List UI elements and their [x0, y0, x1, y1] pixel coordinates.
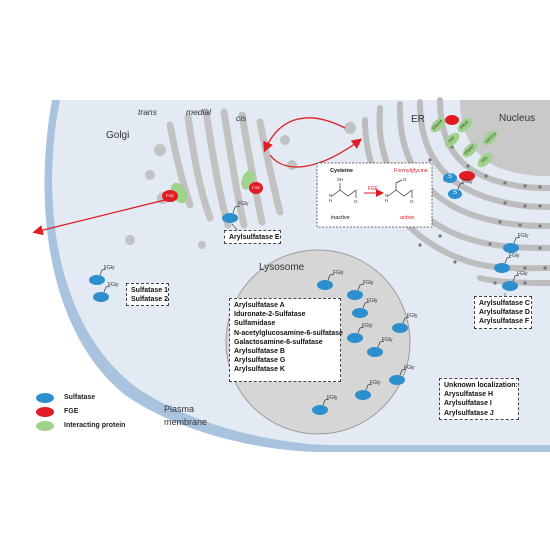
fgly-tag-pm-1: FGly: [104, 265, 115, 271]
cis-golgi-complex: [241, 170, 263, 194]
ars-c-label: Arylsulfatase C: [479, 300, 530, 307]
lys-item-6: Arylsulfatase G: [234, 357, 286, 365]
reaction-enzyme-label: FGE: [368, 186, 379, 192]
er-label: ER: [411, 114, 425, 125]
fgly-tag-er-1: FGly: [518, 233, 529, 239]
plasma-membrane-label-2: membrane: [164, 417, 208, 427]
fgly-h-label: H: [385, 198, 389, 203]
lysosome-label: Lysosome: [259, 262, 305, 273]
fgly-tag-lys-6: FGly: [382, 337, 393, 343]
unknown-heading: Unknown localization:: [444, 382, 518, 389]
lys-item-4: Galactosamine-6-sulfatase: [234, 338, 323, 346]
legend-sulfatase-label: Sulfatase: [64, 394, 96, 401]
fgly-stems: [99, 182, 521, 406]
formylglycine-structure: [387, 179, 413, 198]
lys-item-7: Arylsulfatase K: [234, 366, 285, 374]
cys-o-label: O: [354, 199, 358, 204]
lys-item-1: Iduronate-2-Sulfatase: [234, 311, 306, 319]
arylsulfatase-e-box: Arylsulfatase E: [224, 230, 281, 244]
lys-item-2: Sulfamidase: [234, 320, 276, 328]
legend-interacting-swatch: [36, 421, 54, 431]
legend-sulfatase-swatch: [36, 393, 54, 403]
secretion-arrow[interactable]: [32, 199, 166, 236]
fgly-n-label: N: [385, 193, 389, 198]
fgly-tag-er-4: FGly: [462, 179, 473, 185]
cysteine-structure: [331, 183, 357, 198]
ars-j-label: Arylsulfatase J: [444, 409, 494, 417]
pm-sulfatase-1: [89, 275, 105, 285]
active-label: active: [400, 215, 415, 221]
cis-label: cis: [236, 113, 247, 123]
fgly-tag-pm-2: FGly: [108, 282, 119, 288]
fgly-tag-lys-4: FGly: [407, 313, 418, 319]
fgly-tag-golgi: FGly: [238, 201, 249, 207]
fgly-tag-lys-7: FGly: [404, 365, 415, 371]
fgly-tag-er-2: FGly: [509, 253, 520, 259]
fgly-tag-lys-3: FGly: [367, 298, 378, 304]
er-sulfatases: [494, 243, 519, 291]
ars-d-label: Arylsulfatase D: [479, 309, 530, 317]
fgly-tag-lys-2: FGly: [363, 280, 374, 286]
trans-label: trans: [138, 107, 157, 117]
legend-fge-label: FGE: [64, 408, 79, 415]
ars-f-label: Arylsulfatase F: [479, 318, 530, 326]
fge-tag-golgi: FGE: [166, 193, 175, 198]
anterograde-arrow[interactable]: [269, 138, 363, 168]
fgly-tag-er-3: FGly: [517, 271, 528, 277]
cys-h-label: H: [329, 198, 333, 203]
retrograde-arrow[interactable]: [263, 117, 346, 153]
ars-h-label: Arysulfatase H: [444, 391, 494, 399]
er-fge-sulfatase: [443, 171, 475, 199]
sulfatase-pm-box: Sulfatase 1 Sulfatase 2: [126, 283, 169, 306]
pm-sulfatase-2: [93, 292, 109, 302]
golgi-label: Golgi: [106, 130, 130, 141]
plasma-membrane-label-1: Plasma: [164, 404, 195, 414]
lys-item-5: Arylsulfatase B: [234, 348, 285, 356]
reaction-box: [316, 162, 433, 228]
sulfatase-2-label: Sulfatase 2: [131, 296, 168, 304]
fgly-tag-lys-5: FGly: [362, 323, 373, 329]
fge-tag-cis: FGE: [252, 185, 261, 190]
fgly-o-label: O: [410, 199, 414, 204]
sh-label: SH: [337, 177, 344, 182]
lysosome-sulfatases: [312, 280, 408, 415]
lys-item-3: N-acetylglucosamine-6-sulfatase: [234, 329, 343, 337]
cys-n-label: N: [329, 193, 333, 198]
cysteine-label: Cysteine: [330, 168, 353, 174]
fgly-tag-lys-8: FGly: [370, 380, 381, 386]
legend-fge-swatch: [36, 407, 54, 417]
ars-i-label: Arylsulfatase I: [444, 400, 492, 408]
s-tag-er-1: S: [448, 174, 453, 180]
er-sulfatase-box: Arylsulfatase C Arylsulfatase D Arylsulf…: [474, 296, 532, 329]
lys-item-0: Arylsulfatase A: [234, 302, 285, 309]
lysosomal-sulfatase-box: Arylsulfatase A Iduronate-2-Sulfatase Su…: [229, 298, 343, 382]
golgi-sulfatase-complex: [162, 182, 188, 204]
golgi-sulfatase: [222, 213, 238, 223]
extracellular-space: [0, 100, 550, 550]
s-tag-er-2: S: [453, 190, 458, 196]
inactive-label: inactive: [331, 215, 350, 221]
nucleus-label: Nucleus: [499, 113, 536, 124]
arylsulfatase-e-label: Arylsulfatase E: [229, 234, 280, 241]
sulfatase-1-label: Sulfatase 1: [131, 287, 168, 294]
er-interacting-proteins: [430, 115, 498, 168]
fgly-tag-lys-1: FGly: [333, 270, 344, 276]
formylglycine-label: Formylglycine: [394, 168, 428, 174]
medial-label: medial: [186, 107, 212, 117]
unknown-localization-box: Unknown localization: Arysulfatase H Ary…: [439, 378, 519, 420]
fgly-tag-lys-9: FGly: [327, 395, 338, 401]
fgly-aldehyde-o-label: O: [403, 177, 407, 182]
legend-interacting-label: Interacting protein: [64, 422, 126, 429]
